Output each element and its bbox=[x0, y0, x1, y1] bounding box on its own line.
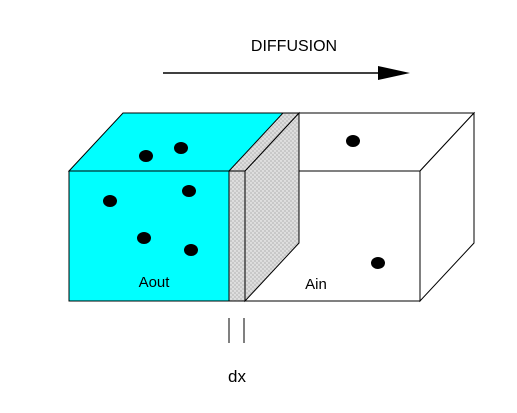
diffusion-label: DIFFUSION bbox=[251, 38, 337, 55]
particle bbox=[346, 135, 360, 147]
diffusion-arrow bbox=[163, 66, 410, 80]
particle bbox=[174, 142, 188, 154]
particle bbox=[371, 257, 385, 269]
inside-label: Ain bbox=[305, 276, 327, 293]
particle bbox=[137, 232, 151, 244]
inside-particles bbox=[346, 135, 385, 269]
dx-label: dx bbox=[228, 367, 246, 386]
outside-label: Aout bbox=[139, 274, 171, 291]
particle bbox=[103, 195, 117, 207]
particle bbox=[184, 244, 198, 256]
membrane-top-face bbox=[227, 112, 301, 172]
membrane-front-face bbox=[228, 170, 246, 302]
outside-particles bbox=[103, 142, 198, 256]
particle bbox=[182, 185, 196, 197]
particle bbox=[139, 150, 153, 162]
membrane bbox=[227, 111, 301, 303]
membrane-thickness-markers bbox=[228, 318, 245, 343]
